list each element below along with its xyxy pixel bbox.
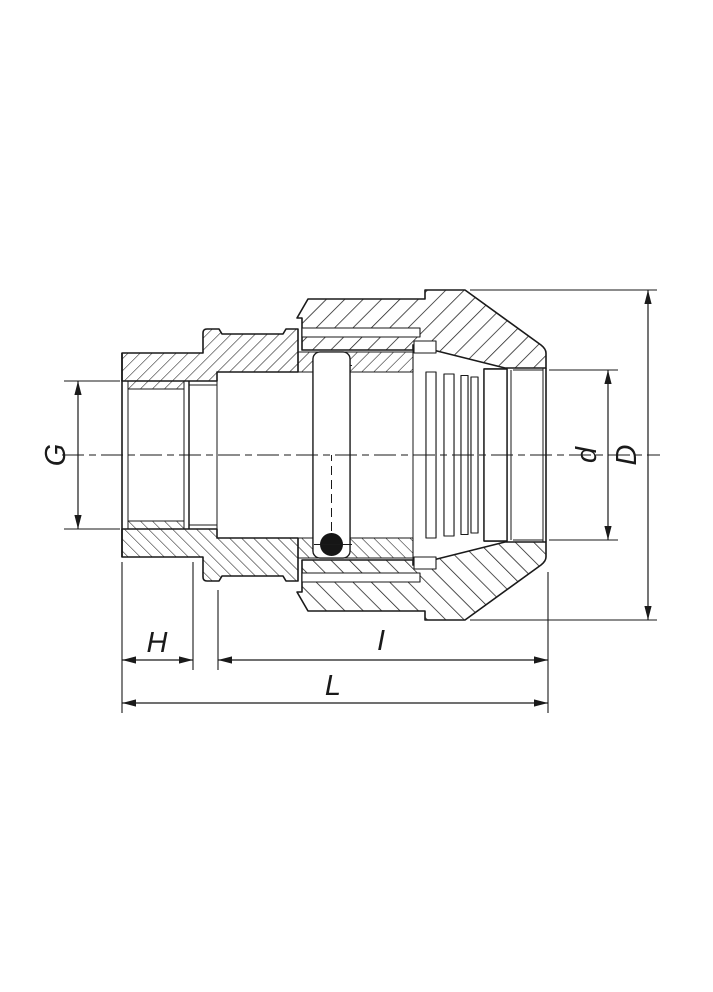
body-wall — [121, 328, 299, 382]
nut-wall — [296, 289, 547, 369]
clamp-ring-gap — [413, 340, 437, 354]
dim-label-thread-size: G — [40, 444, 72, 467]
dim-label-pipe-diameter: d — [571, 446, 603, 463]
dim-label-thread-depth: H — [147, 627, 168, 659]
nut-thread-gap — [301, 327, 421, 338]
dim-label-overall-length: L — [325, 670, 341, 702]
dimension-labels: G H I L d D — [40, 444, 643, 702]
dimension-lines — [74, 290, 652, 707]
thread-strip — [127, 380, 185, 390]
dim-label-fitting-length: I — [377, 625, 385, 657]
dim-label-outer-diameter: D — [611, 444, 643, 465]
fitting-body-mirror — [121, 351, 547, 621]
